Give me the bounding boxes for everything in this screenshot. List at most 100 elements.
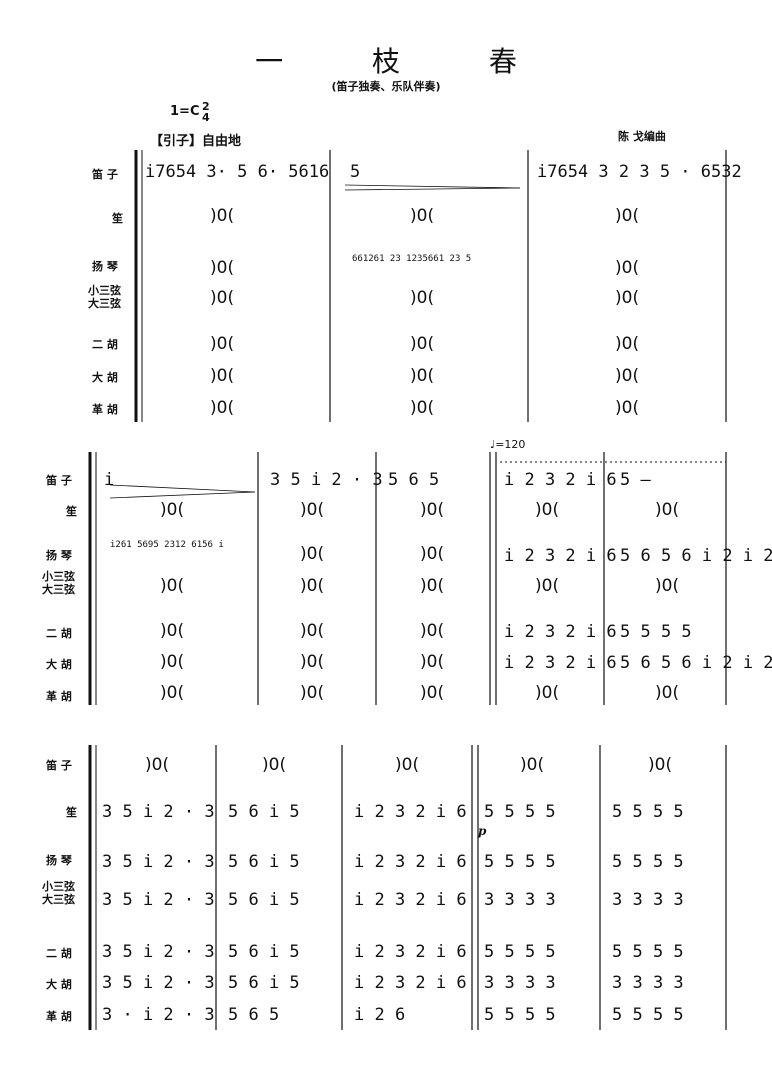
dahu-s3-m2: 5 6 i 5 bbox=[228, 973, 300, 993]
key-signature: 1=C bbox=[170, 104, 200, 119]
gehu-s3-m1: 3 · i 2 · 3 bbox=[102, 1005, 215, 1025]
dynamic-marking: p bbox=[478, 824, 487, 838]
sheng-rest: )0( bbox=[420, 500, 445, 520]
instrument-label-sheng: 笙 bbox=[66, 806, 77, 819]
instrument-label-gehu: 革 胡 bbox=[92, 403, 118, 416]
gehu-s3-m4: 5 5 5 5 bbox=[484, 1005, 556, 1025]
erhu-s3-m5: 5 5 5 5 bbox=[612, 942, 684, 962]
gehu-s3-m3: i 2 6 bbox=[354, 1005, 406, 1025]
dahu-rest: )0( bbox=[420, 652, 445, 672]
gehu-rest: )0( bbox=[410, 398, 435, 418]
sheng-rest: )0( bbox=[655, 500, 680, 520]
barline bbox=[109, 484, 256, 493]
yangqin-rest: )0( bbox=[420, 544, 445, 564]
dizi-rest: )0( bbox=[145, 755, 170, 775]
section-label: 【引子】自由地 bbox=[150, 134, 242, 149]
dahu-s3-m1: 3 5 i 2 · 3 bbox=[102, 973, 215, 993]
erhu-s2-m4: i 2 3 2 i 6 bbox=[504, 622, 617, 642]
sanxian-rest: )0( bbox=[535, 576, 560, 596]
instrument-label-dizi: 笛 子 bbox=[46, 474, 72, 487]
sanxian-s3-m5: 3 3 3 3 bbox=[612, 890, 684, 910]
sanxian-s3-m4: 3 3 3 3 bbox=[484, 890, 556, 910]
instrument-label-dahu: 大 胡 bbox=[46, 978, 72, 991]
sheng-rest: )0( bbox=[410, 206, 435, 226]
gehu-s3-m2: 5 6 5 bbox=[228, 1005, 280, 1025]
yangqin-s3-m3: i 2 3 2 i 6 bbox=[354, 852, 467, 872]
dahu-rest: )0( bbox=[410, 366, 435, 386]
dahu-rest: )0( bbox=[160, 652, 185, 672]
sheng-rest: )0( bbox=[160, 500, 185, 520]
dizi-m2: 5 bbox=[350, 162, 361, 182]
gehu-rest: )0( bbox=[210, 398, 235, 418]
instrument-label-erhu: 二 胡 bbox=[46, 947, 72, 960]
sanxian-rest: )0( bbox=[655, 576, 680, 596]
instrument-label-sheng: 笙 bbox=[66, 505, 77, 518]
gehu-rest: )0( bbox=[655, 683, 680, 703]
yangqin-s3-m2: 5 6 i 5 bbox=[228, 852, 300, 872]
gehu-rest: )0( bbox=[300, 683, 325, 703]
instrument-label-yangqin: 扬 琴 bbox=[46, 854, 72, 867]
dizi-s2-m1: i bbox=[104, 470, 115, 490]
dahu-rest: )0( bbox=[615, 366, 640, 386]
sheng-rest: )0( bbox=[535, 500, 560, 520]
erhu-s3-m1: 3 5 i 2 · 3 bbox=[102, 942, 215, 962]
yangqin-rest: )0( bbox=[300, 544, 325, 564]
gehu-s3-m5: 5 5 5 5 bbox=[612, 1005, 684, 1025]
dahu-rest: )0( bbox=[300, 652, 325, 672]
instrument-label-dizi: 笛 子 bbox=[46, 759, 72, 772]
yangqin-rest: )0( bbox=[210, 258, 235, 278]
sanxian-rest: )0( bbox=[410, 288, 435, 308]
page-title: 一 枝 春 bbox=[255, 45, 557, 78]
page-subtitle: (笛子独奏、乐队伴奏) bbox=[331, 80, 441, 93]
dizi-rest: )0( bbox=[520, 755, 545, 775]
dizi-s2-m3: 5 6 5 bbox=[388, 470, 440, 490]
sanxian-rest: )0( bbox=[615, 288, 640, 308]
instrument-label-dizi: 笛 子 bbox=[92, 168, 118, 181]
erhu-rest: )0( bbox=[210, 334, 235, 354]
dizi-s2-m5: 5 — bbox=[620, 470, 651, 490]
erhu-rest: )0( bbox=[420, 621, 445, 641]
yangqin-s3-m4: 5 5 5 5 bbox=[484, 852, 556, 872]
gehu-rest: )0( bbox=[615, 398, 640, 418]
erhu-rest: )0( bbox=[160, 621, 185, 641]
sheng-rest: )0( bbox=[615, 206, 640, 226]
erhu-s3-m4: 5 5 5 5 bbox=[484, 942, 556, 962]
yangqin-s2-run: i261 5695 2312 6156 i bbox=[110, 540, 224, 550]
tempo-marking: ♩=120 bbox=[490, 438, 526, 451]
dahu-s3-m5: 3 3 3 3 bbox=[612, 973, 684, 993]
erhu-rest: )0( bbox=[300, 621, 325, 641]
sheng-s3-m2: 5 6 i 5 bbox=[228, 802, 300, 822]
arranger-credit: 陈 戈编曲 bbox=[618, 130, 666, 143]
yangqin-s3-m5: 5 5 5 5 bbox=[612, 852, 684, 872]
sanxian-s3-m1: 3 5 i 2 · 3 bbox=[102, 890, 215, 910]
instrument-label-dahu: 大 胡 bbox=[46, 658, 72, 671]
instrument-label-sanxian: 小三弦 大三弦 bbox=[88, 284, 121, 310]
erhu-s3-m3: i 2 3 2 i 6 bbox=[354, 942, 467, 962]
dizi-rest: )0( bbox=[648, 755, 673, 775]
dahu-rest: )0( bbox=[210, 366, 235, 386]
erhu-rest: )0( bbox=[410, 334, 435, 354]
instrument-label-dahu: 大 胡 bbox=[92, 371, 118, 384]
sheng-s3-m1: 3 5 i 2 · 3 bbox=[102, 802, 215, 822]
yangqin-s2-m5: 5 6 5 6 i 2 i 2 bbox=[620, 546, 772, 566]
dizi-s2-m2: 3 5 i 2 · 3 bbox=[270, 470, 383, 490]
sanxian-s3-m3: i 2 3 2 i 6 bbox=[354, 890, 467, 910]
yangqin-m2-run: 661261 23 1235661 23 5 bbox=[352, 254, 472, 264]
dahu-s3-m4: 3 3 3 3 bbox=[484, 973, 556, 993]
dizi-m3: i7654 3 2 3 5 · 6532 bbox=[537, 162, 742, 182]
instrument-label-yangqin: 扬 琴 bbox=[46, 549, 72, 562]
dizi-rest: )0( bbox=[262, 755, 287, 775]
dahu-s2-m4: i 2 3 2 i 6 bbox=[504, 653, 617, 673]
dizi-rest: )0( bbox=[395, 755, 420, 775]
instrument-label-gehu: 革 胡 bbox=[46, 690, 72, 703]
erhu-s3-m2: 5 6 i 5 bbox=[228, 942, 300, 962]
instrument-label-erhu: 二 胡 bbox=[92, 338, 118, 351]
gehu-rest: )0( bbox=[535, 683, 560, 703]
erhu-rest: )0( bbox=[615, 334, 640, 354]
yangqin-rest: )0( bbox=[615, 258, 640, 278]
time-signature-bottom: 4 bbox=[202, 111, 210, 124]
instrument-label-sanxian: 小三弦 大三弦 bbox=[42, 880, 75, 906]
yangqin-s3-m1: 3 5 i 2 · 3 bbox=[102, 852, 215, 872]
gehu-rest: )0( bbox=[420, 683, 445, 703]
